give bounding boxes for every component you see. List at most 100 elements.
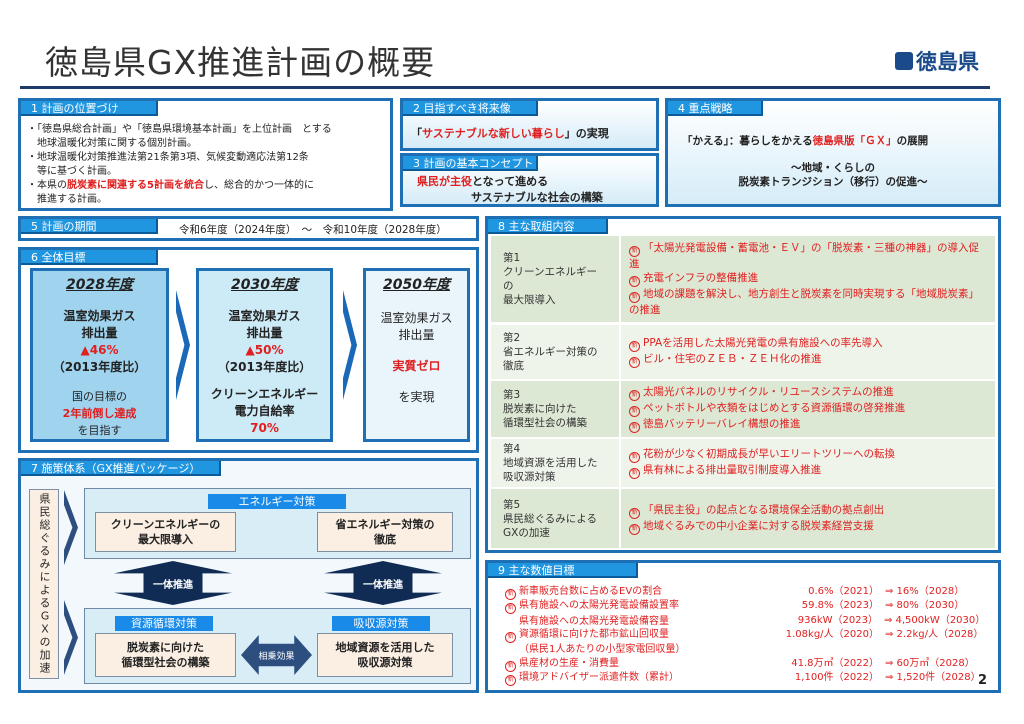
highlight: 2年前倒し達成 — [62, 407, 137, 420]
target-row: 県有施設への太陽光発電設備容量 936kW（2023） ⇒ 4,500kW（2030… — [505, 614, 985, 627]
resource-label: 資源循環対策 — [115, 616, 213, 631]
text-line: 推進する計画。 — [27, 194, 107, 205]
text: 第3 — [503, 389, 521, 401]
section-vision: 2 目指すべき将来像 「サステナブルな新しい暮らし」の実現 — [400, 98, 659, 151]
new-badge-icon: 新 — [629, 390, 640, 401]
section-label: 1 計画の位置づけ — [21, 101, 158, 116]
target-value: ⇒ 1,520件（2028） — [885, 671, 981, 683]
energy-saving-box: 省エネルギー対策の徹底 — [317, 512, 453, 552]
new-badge-icon: 新 — [629, 452, 640, 463]
text: 「かえる」：暮らしをかえる — [682, 135, 813, 147]
goal-2028: 2028年度 温室効果ガス排出量 ▲46%（2013年度比） 国の目標の 2年前… — [30, 268, 169, 442]
plan-period: 令和6年度（2024年度） ～ 令和10年度（2028年度） — [179, 224, 447, 236]
text: 資源循環に向けた都市鉱山回収量 — [519, 628, 669, 640]
section-label: 7 施策体系（GX推進パッケージ） — [21, 461, 221, 476]
target-value: ⇒ 4,500kW（2030） — [883, 614, 986, 626]
text: クリーンエネルギーの — [110, 518, 221, 531]
text: 太陽光パネルのリサイクル・リユースシステムの推進 — [643, 386, 894, 398]
section-label: 2 目指すべき将来像 — [403, 101, 538, 116]
baseline-value: 1,100件（2022） — [794, 671, 879, 683]
new-badge-icon: 新 — [629, 246, 640, 257]
initiative-items: 新花粉が少なく初期成長が早いエリートツリーへの転換新県有林による排出量取引制度導… — [619, 439, 995, 487]
new-badge-icon: 新 — [629, 406, 640, 417]
section-label: 6 全体目標 — [21, 250, 158, 265]
baseline-value: 936kW（2023） — [797, 614, 878, 626]
target-row: 新資源循環に向けた都市鉱山回収量 1.08kg/人（2020） ⇒ 2.2kg/人（… — [505, 628, 985, 643]
text: を目指す — [77, 424, 122, 437]
text: 省エネルギー対策の — [335, 518, 435, 531]
text: 地域資源を活用した — [335, 641, 435, 654]
text: ペットボトルや衣類をはじめとする資源循環の啓発推進 — [643, 402, 906, 414]
text: 循環型社会の構築 — [121, 656, 210, 669]
section-label: 3 計画の基本コンセプト — [403, 156, 538, 171]
text: 「県民主役」の起点となる環境保全活動の拠点創出 — [643, 503, 885, 516]
self-sufficiency-value: 70% — [250, 421, 279, 435]
text: 吸収源対策 — [357, 656, 413, 669]
target-name: 新資源循環に向けた都市鉱山回収量 — [505, 628, 755, 643]
text: 環境アドバイザー派遣件数（累計） — [519, 671, 679, 683]
text: 最大限導入 — [138, 533, 193, 546]
text: 温室効果ガス — [380, 311, 453, 325]
text: 省エネルギー対策の — [503, 346, 598, 358]
goal-year: 2030年度 — [231, 277, 298, 293]
goal-year: 2050年度 — [383, 277, 450, 293]
new-badge-icon: 新 — [629, 341, 640, 352]
target-name: 新県有施設への太陽光発電設備設置率 — [505, 599, 755, 615]
logo-text: 徳島県 — [916, 50, 979, 74]
text-line: ・「徳島県総合計画」や「徳島県環境基本計画」を上位計画 とする — [27, 124, 332, 135]
baseline-value: 41.8万㎥（2022） — [791, 657, 879, 669]
initiative-item: 新充電インフラの整備推進 — [629, 271, 987, 287]
baseline-value: 0.6%（2021） — [808, 586, 879, 597]
page-number: 2 — [978, 673, 988, 688]
initiative-item: 新県有林による排出量取引制度導入推進 — [629, 463, 987, 479]
initiative-item: 新地域ぐるみでの中小企業に対する脱炭素経営支援 — [629, 519, 987, 535]
text: ・本県の — [27, 180, 67, 191]
text: 新車販売台数に占めるEVの割合 — [519, 586, 663, 597]
initiative-item: 新「県民主役」の起点となる環境保全活動の拠点創出 — [629, 503, 987, 519]
section-label: 9 主な数値目標 — [488, 563, 638, 578]
text: 県民総ぐるみによる — [503, 512, 597, 525]
new-badge-icon: 新 — [629, 422, 640, 433]
baseline-value: 59.8%（2023） — [801, 600, 879, 612]
text: 県有施設への太陽光発電設備容量 — [519, 615, 669, 627]
text: 温室効果ガス — [228, 309, 301, 323]
text: 県有施設への太陽光発電設備設置率 — [519, 600, 679, 612]
highlight: サステナブルな新しい暮らし — [422, 127, 565, 140]
initiative-item: 新ペットボトルや衣類をはじめとする資源循環の啓発推進 — [629, 401, 987, 417]
text: 「 — [411, 127, 422, 140]
new-badge-icon: 新 — [505, 660, 516, 672]
initiative-item: 新徳島バッテリーバレイ構想の推進 — [629, 417, 987, 433]
target-name: 新県産材の生産・消費量 — [505, 657, 755, 672]
circular-society-box: 脱炭素に向けた循環型社会の構築 — [95, 633, 236, 677]
section-label: 4 重点戦略 — [668, 101, 763, 116]
section-positioning: 1 計画の位置づけ ・「徳島県総合計画」や「徳島県環境基本計画」を上位計画 とす… — [18, 98, 393, 211]
text: （2013年度比） — [217, 360, 312, 374]
initiative-item: 新地域の課題を解決し、地方創生と脱炭素を同時実現する「地域脱炭素」の推進 — [629, 287, 987, 317]
energy-label: エネルギー対策 — [208, 494, 346, 509]
clean-energy-box: クリーンエネルギーの最大限導入 — [95, 512, 236, 552]
text: の展開 — [896, 135, 929, 147]
section-concept: 3 計画の基本コンセプト 県民が主役となって進める サステナブルな社会の構築 — [400, 153, 659, 207]
baseline-value: 1.08kg/人（2020） — [785, 628, 879, 640]
target-name: 県有施設への太陽光発電設備容量 — [505, 614, 754, 627]
text: し、総合的かつ一体的に — [203, 180, 314, 191]
target-value: ⇒ 2.2kg/人（2028） — [885, 628, 984, 640]
target-name: （県民1人あたりの小型家電回収量） — [505, 642, 755, 655]
text-line: 等に基づく計画。 — [27, 166, 117, 177]
text: 充電インフラの整備推進 — [643, 272, 759, 284]
section-label: 8 主な取組内容 — [488, 219, 608, 234]
section-numeric-targets: 9 主な数値目標 — [485, 560, 1001, 693]
prefecture-emblem-icon — [895, 52, 913, 70]
target-name: 新新車販売台数に占めるEVの割合 — [505, 585, 755, 600]
text: 「太陽光発電設備・蓄電池・ＥＶ」の「脱炭素・三種の神器」の導入促進 — [629, 242, 979, 270]
highlight: 徳島県版「ＧＸ」 — [812, 135, 897, 147]
highlight: 脱炭素に関連する5計画を統合 — [67, 180, 204, 191]
goal-year: 2028年度 — [66, 277, 133, 293]
